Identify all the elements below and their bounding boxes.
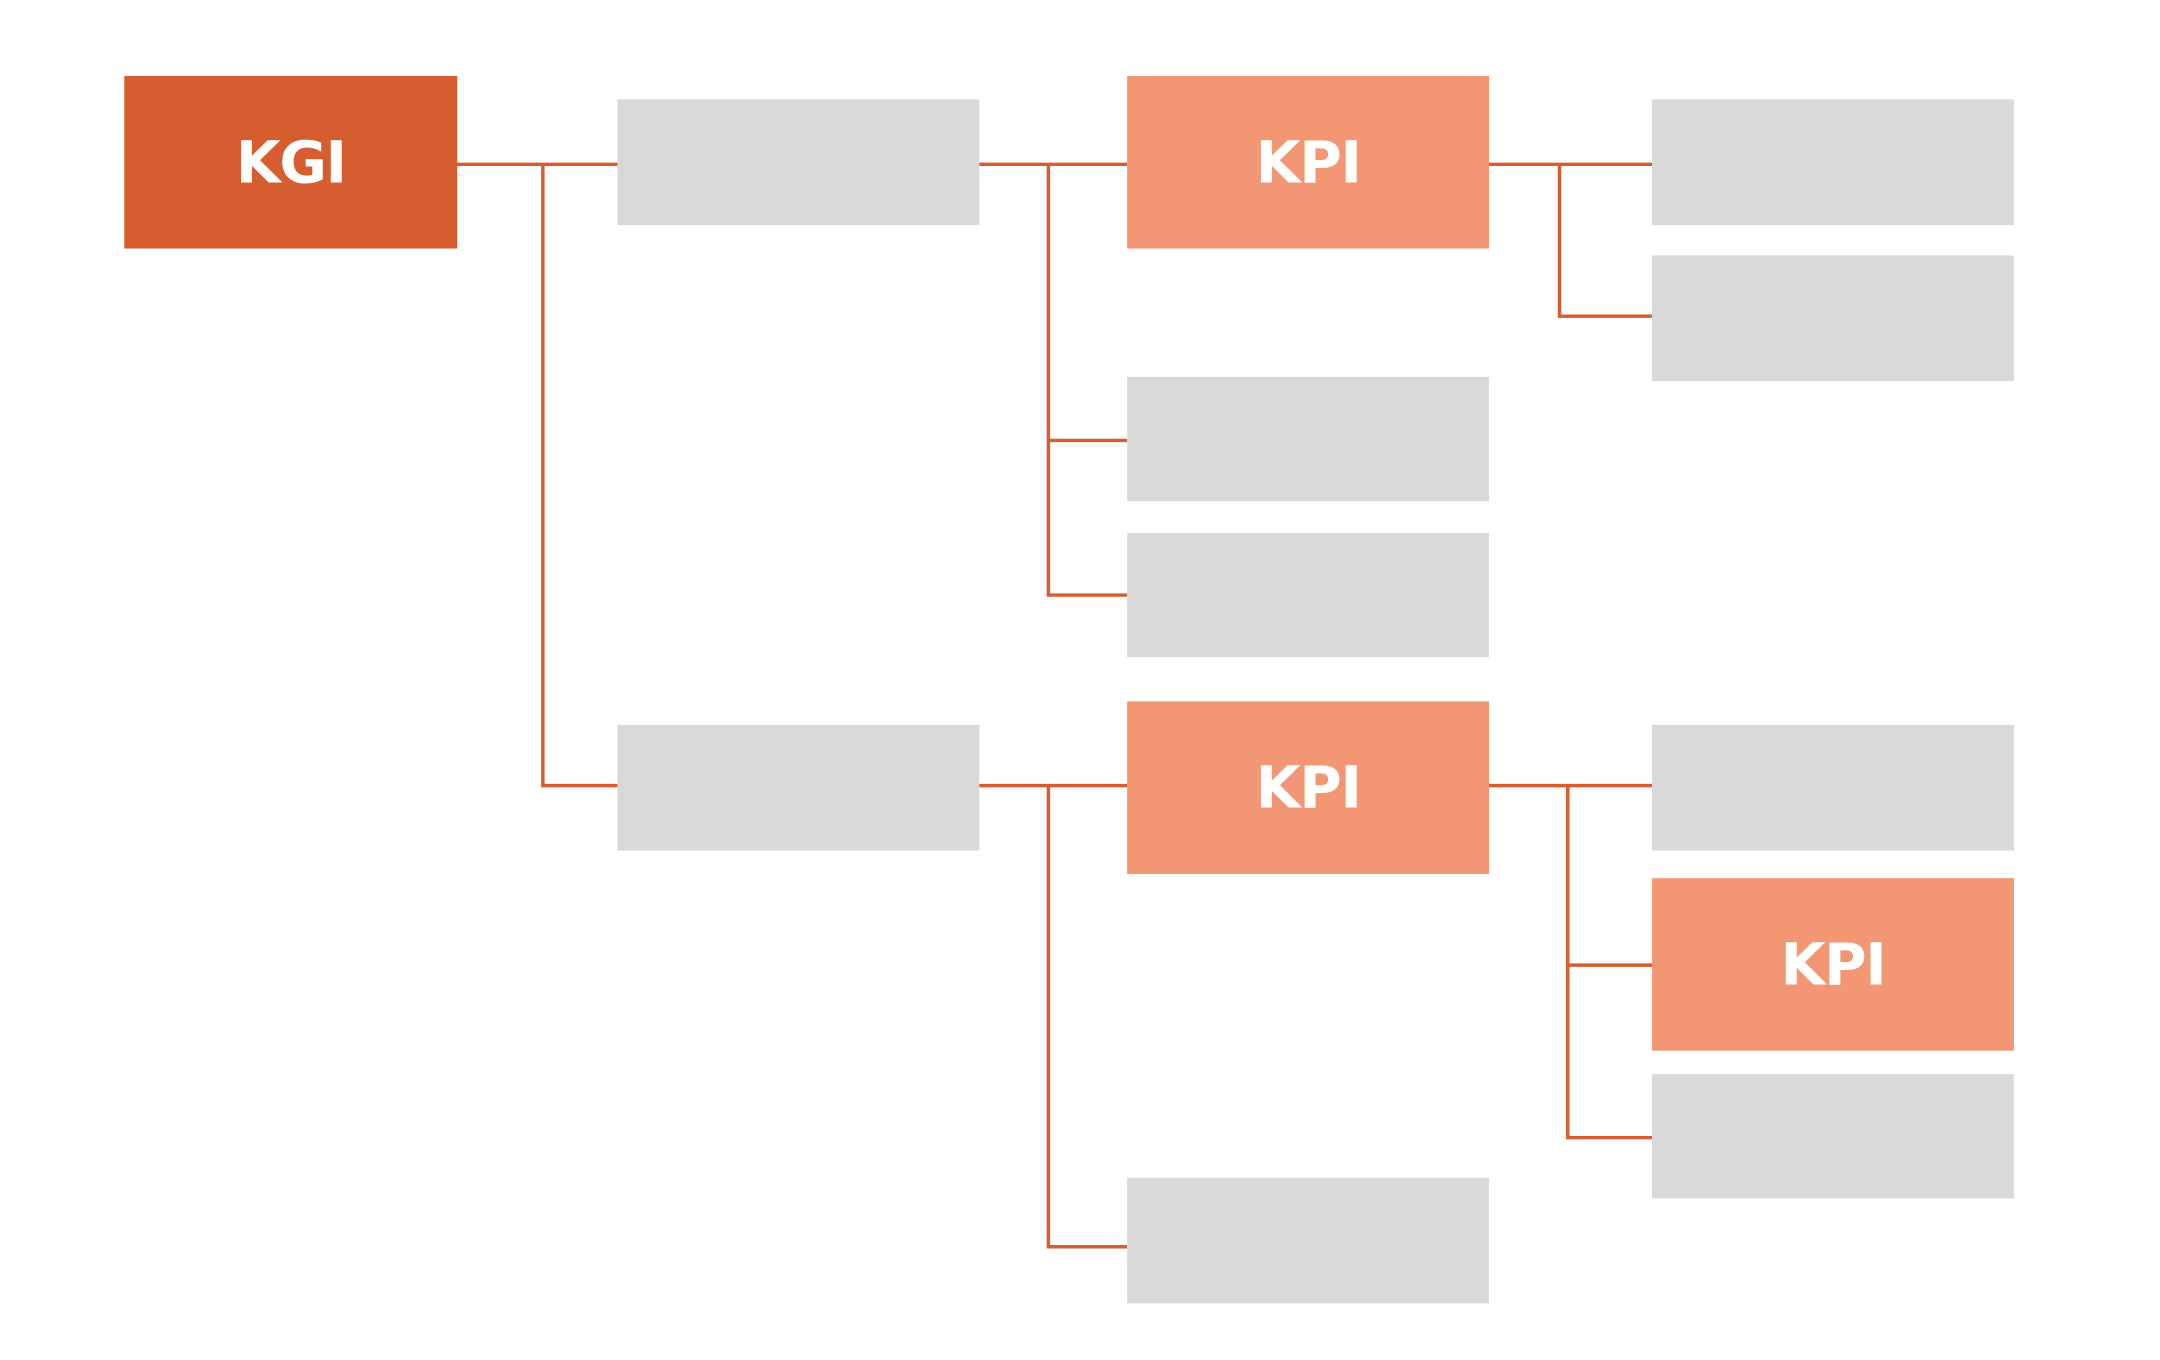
level3-placeholder-5 xyxy=(1652,1074,2014,1199)
kpi-node-bottom: KPI xyxy=(1652,878,2014,1051)
connector-level1-top-to-item-3 xyxy=(1046,440,1128,597)
connector-kpi-middle-to-item-3 xyxy=(1566,965,1653,1140)
level3-placeholder-3 xyxy=(1652,724,2014,851)
connector-kgi-to-level1-bottom xyxy=(541,164,618,788)
level2-placeholder-5 xyxy=(1127,1177,1490,1304)
kpi-bottom-label: KPI xyxy=(1780,930,1887,999)
kgi-node: KGI xyxy=(124,75,458,249)
connector-level1-top-to-item-2 xyxy=(1046,164,1128,443)
level1-placeholder-bottom xyxy=(617,724,980,851)
connector-kpi-top-to-item-2 xyxy=(1557,164,1653,318)
level2-placeholder-2 xyxy=(1127,376,1490,502)
kpi-middle-label: KPI xyxy=(1255,753,1362,822)
level2-placeholder-3 xyxy=(1127,532,1490,658)
kpi-node-middle: KPI xyxy=(1127,701,1490,874)
level3-placeholder-1 xyxy=(1652,99,2014,226)
level1-placeholder-top xyxy=(617,99,980,226)
kpi-node-top: KPI xyxy=(1127,75,1490,249)
connector-level1-bottom-to-item-2 xyxy=(1046,785,1128,1249)
kgi-label: KGI xyxy=(235,128,347,197)
connector-kpi-middle-to-kpi-bottom xyxy=(1566,785,1653,967)
kpi-top-label: KPI xyxy=(1255,128,1362,197)
level3-placeholder-2 xyxy=(1652,255,2014,382)
